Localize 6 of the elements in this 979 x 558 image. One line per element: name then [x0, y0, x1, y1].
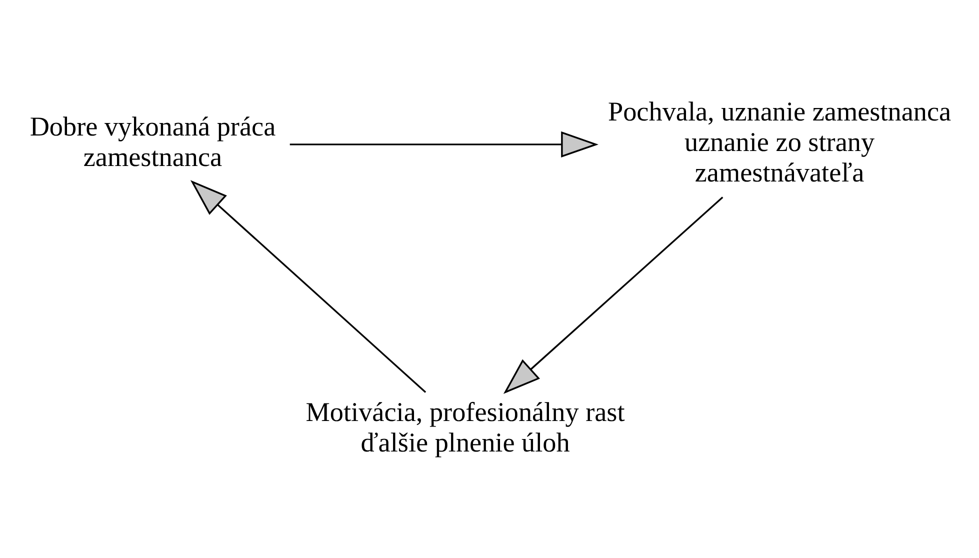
arrow — [503, 196, 724, 394]
arrow — [190, 180, 426, 392]
arrow — [290, 130, 598, 158]
node-text: Pochvala, uznanie zamestnanca uznanie zo strany zamestnávateľa — [608, 96, 952, 187]
node-text: Motivácia, profesionálny rast ďalšie plnenie úloh — [306, 396, 625, 458]
node-text: Dobre vykonaná práca zamestnanca — [30, 111, 276, 172]
